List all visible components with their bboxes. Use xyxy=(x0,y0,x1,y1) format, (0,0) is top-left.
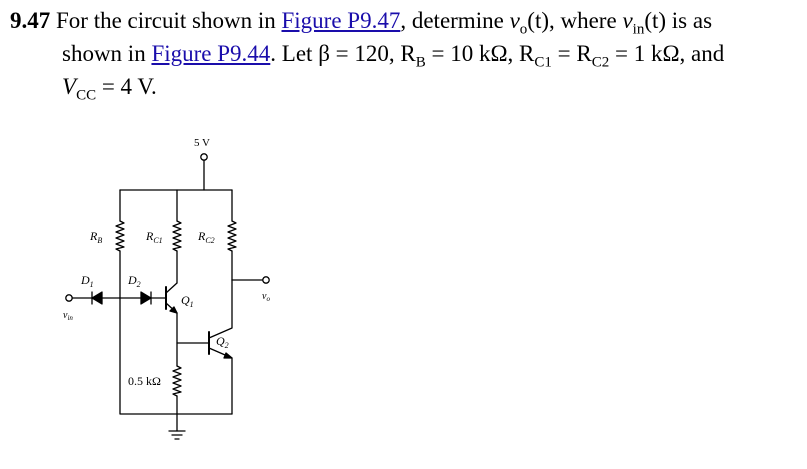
rb-label: RB xyxy=(89,229,102,245)
vcc-variable: V xyxy=(62,74,77,99)
q1-emitter-arrow xyxy=(169,306,178,314)
rc2-label: RC2 xyxy=(197,229,215,245)
q2-collector-lead xyxy=(208,279,233,339)
q1-emitter-wire xyxy=(176,312,210,344)
bottom-rail xyxy=(119,297,233,415)
problem-line-1: 9.47 For the circuit shown in Figure P9.… xyxy=(10,4,800,37)
d1-label: D1 xyxy=(80,273,94,289)
vo-variable: v xyxy=(509,8,520,33)
q1-label: Q1 xyxy=(181,293,194,309)
d2-label: D2 xyxy=(127,273,141,289)
supply-terminal[interactable] xyxy=(200,153,208,161)
q2-label: Q2 xyxy=(216,334,229,350)
problem-line-3: VCC = 4 V. xyxy=(10,70,800,103)
rb-subscript: B xyxy=(415,54,426,71)
d1-diode-triangle xyxy=(91,291,103,305)
vin-subscript: in xyxy=(632,21,645,38)
problem-number: 9.47 xyxy=(10,8,51,33)
problem-text: = 10 kΩ, R xyxy=(425,41,535,66)
ground-icon xyxy=(168,430,186,440)
figure-p9-44-link[interactable]: Figure P9.44 xyxy=(151,41,271,66)
vo-label: vo xyxy=(262,291,270,303)
figure-p9-47-link[interactable]: Figure P9.47 xyxy=(281,8,401,33)
problem-text: (t) is as xyxy=(644,8,713,33)
supply-label: 5 V xyxy=(194,137,210,149)
vcc-subscript: CC xyxy=(76,87,97,104)
problem-text: (t), where xyxy=(527,8,623,33)
problem-text: For the circuit shown in xyxy=(50,8,282,33)
problem-statement: 9.47 For the circuit shown in Figure P9.… xyxy=(10,4,800,103)
q2-emitter-arrow xyxy=(223,352,233,359)
vo-subscript: o xyxy=(519,21,528,38)
rc1-resistor xyxy=(172,220,182,252)
problem-line-2: shown in Figure P9.44. Let β = 120, RB =… xyxy=(10,37,800,70)
re-label: 0.5 kΩ xyxy=(128,374,161,388)
input-terminal[interactable] xyxy=(65,294,73,302)
rc1-label: RC1 xyxy=(145,229,163,245)
rc1-subscript: C1 xyxy=(534,54,552,71)
vin-variable: v xyxy=(622,8,633,33)
rc2-subscript: C2 xyxy=(591,54,610,71)
problem-text: . Let β = 120, R xyxy=(270,41,416,66)
problem-text: = 1 kΩ, and xyxy=(609,41,725,66)
output-terminal[interactable] xyxy=(262,276,270,284)
problem-text: = R xyxy=(551,41,592,66)
problem-text: = 4 V. xyxy=(96,74,157,99)
problem-text: shown in xyxy=(62,41,152,66)
d2-diode-triangle xyxy=(140,291,152,305)
vin-label: vin xyxy=(63,310,73,322)
rb-resistor xyxy=(115,220,125,252)
problem-text: , determine xyxy=(400,8,510,33)
rc2-resistor xyxy=(227,220,237,252)
re-resistor xyxy=(172,365,182,397)
q1-collector-lead xyxy=(165,282,178,294)
